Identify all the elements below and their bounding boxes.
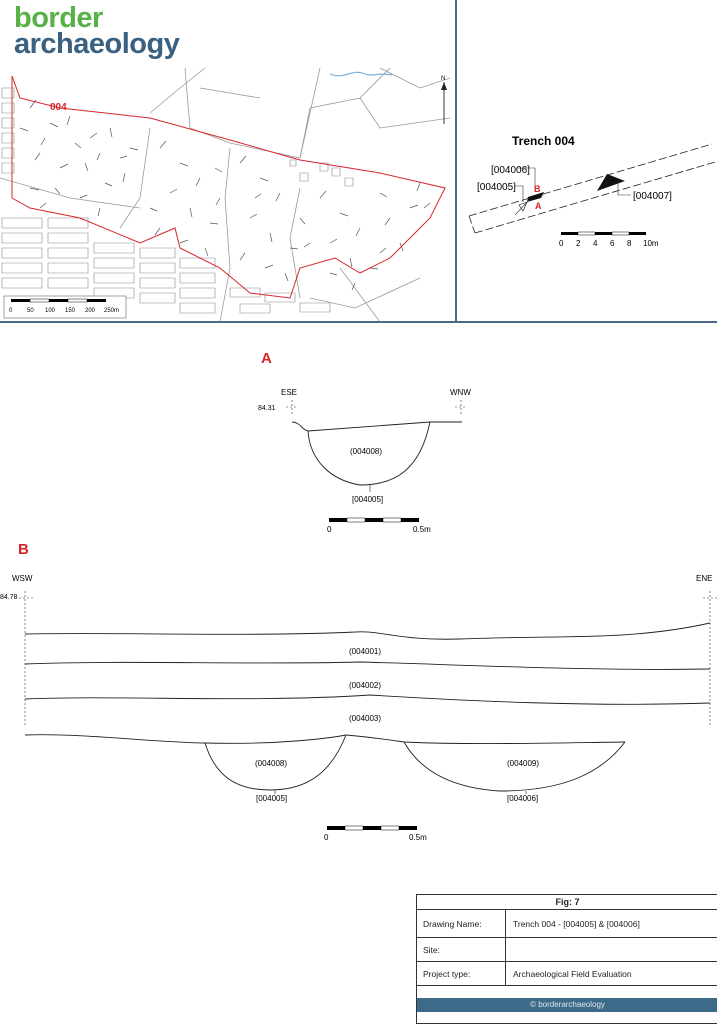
section-b-title: B [18, 541, 29, 558]
trench-scale-0: 0 [559, 239, 564, 248]
map-scale-bar [11, 298, 106, 303]
trench-scale-4: 4 [593, 239, 598, 248]
trench-scale-8: 8 [627, 239, 632, 248]
map-scale-100: 100 [45, 308, 56, 314]
section-a-scale-end: 0.5m [413, 525, 431, 534]
figure-number: Fig: 7 [555, 897, 580, 907]
section-b-cut-right: [004006] [507, 794, 538, 803]
copyright-footer: © borderarchaeology [417, 998, 717, 1012]
site-location-map: 004 N 0 50 100 150 200 250m [0, 68, 451, 322]
feature-004006 [527, 192, 544, 202]
section-b-fill-right: (004009) [507, 759, 539, 768]
section-b-layer-004003: (004003) [349, 714, 381, 723]
drawing-name-key: Drawing Name: [423, 919, 482, 929]
site-key: Site: [423, 945, 441, 955]
site-row: Site: [417, 938, 717, 962]
map-scale-200: 200 [85, 308, 96, 314]
drawing-name-value: Trench 004 - [004005] & [004006] [513, 919, 640, 929]
label-004005: [004005] [477, 182, 516, 193]
drawing-name-row: Drawing Name: Trench 004 - [004005] & [0… [417, 910, 717, 938]
panel-divider-vertical [455, 0, 457, 322]
section-b-right-dir: ENE [696, 574, 712, 583]
feature-004007 [597, 174, 625, 191]
project-type-key: Project type: [423, 969, 471, 979]
panel-divider-horizontal [0, 321, 717, 323]
north-arrow-icon [441, 82, 447, 124]
trench-scale-10m: 10m [643, 239, 659, 248]
label-004007: [004007] [633, 191, 672, 202]
map-scale-150: 150 [65, 308, 76, 314]
trench-plan: Trench 004 [004006] [004005] [004007] B … [468, 134, 716, 248]
section-a-datum: 84.31 [258, 405, 276, 412]
map-trench-label: 004 [50, 102, 67, 113]
section-b-datum: 84.78 [0, 594, 18, 601]
trench-outline [468, 143, 716, 234]
section-b-fill-left: (004008) [255, 759, 287, 768]
section-b-cut-left-profile [204, 734, 347, 791]
section-b-layer-004001: (004001) [349, 647, 381, 656]
north-label: N [441, 76, 445, 82]
section-a-right-dir: WNW [450, 388, 471, 397]
project-type-value: Archaeological Field Evaluation [513, 969, 632, 979]
section-b-scale-end: 0.5m [409, 833, 427, 842]
housing-pattern [1, 87, 354, 314]
section-a-title: A [261, 350, 272, 367]
map-scale-0: 0 [9, 308, 13, 314]
section-a-left-dir: ESE [281, 388, 297, 397]
label-004006: [004006] [491, 165, 530, 176]
figure-info-box: Fig: 7 Drawing Name: Trench 004 - [00400… [416, 894, 717, 1024]
trench-scale-2: 2 [576, 239, 581, 248]
section-b-marker: B [534, 184, 541, 194]
section-a-drawing: A ESE WNW 84.31 (004008) [004005] 0 0.5m [258, 350, 471, 534]
section-b-layer-lines [24, 622, 711, 745]
project-type-row: Project type: Archaeological Field Evalu… [417, 962, 717, 986]
section-b-drawing: B WSW ENE 84.78 (004001) (004002) (00400… [0, 541, 717, 842]
section-b-scale-start: 0 [324, 833, 329, 842]
map-scale-250m: 250m [104, 308, 119, 314]
section-a-scale-bar [329, 517, 419, 523]
section-b-layer-004002: (004002) [349, 681, 381, 690]
section-a-cut-profile [307, 421, 431, 486]
section-b-left-dir: WSW [12, 574, 33, 583]
section-a-fill: (004008) [350, 447, 382, 456]
logo-border-text: border [14, 2, 103, 34]
section-b-cut-right-profile [403, 741, 626, 792]
section-a-scale-start: 0 [327, 525, 332, 534]
figure-title-row: Fig: 7 [417, 895, 717, 910]
map-scale-50: 50 [27, 308, 34, 314]
section-b-cut-left: [004005] [256, 794, 287, 803]
trench-scale-bar [561, 231, 646, 236]
section-a-marker: A [535, 201, 542, 211]
section-b-scale-bar [327, 825, 417, 831]
logo-archaeology-text: archaeology [14, 28, 180, 60]
trench-scale-6: 6 [610, 239, 615, 248]
survey-area-hatching [19, 99, 431, 291]
trench-title: Trench 004 [512, 134, 575, 148]
section-a-cut: [004005] [352, 495, 383, 504]
